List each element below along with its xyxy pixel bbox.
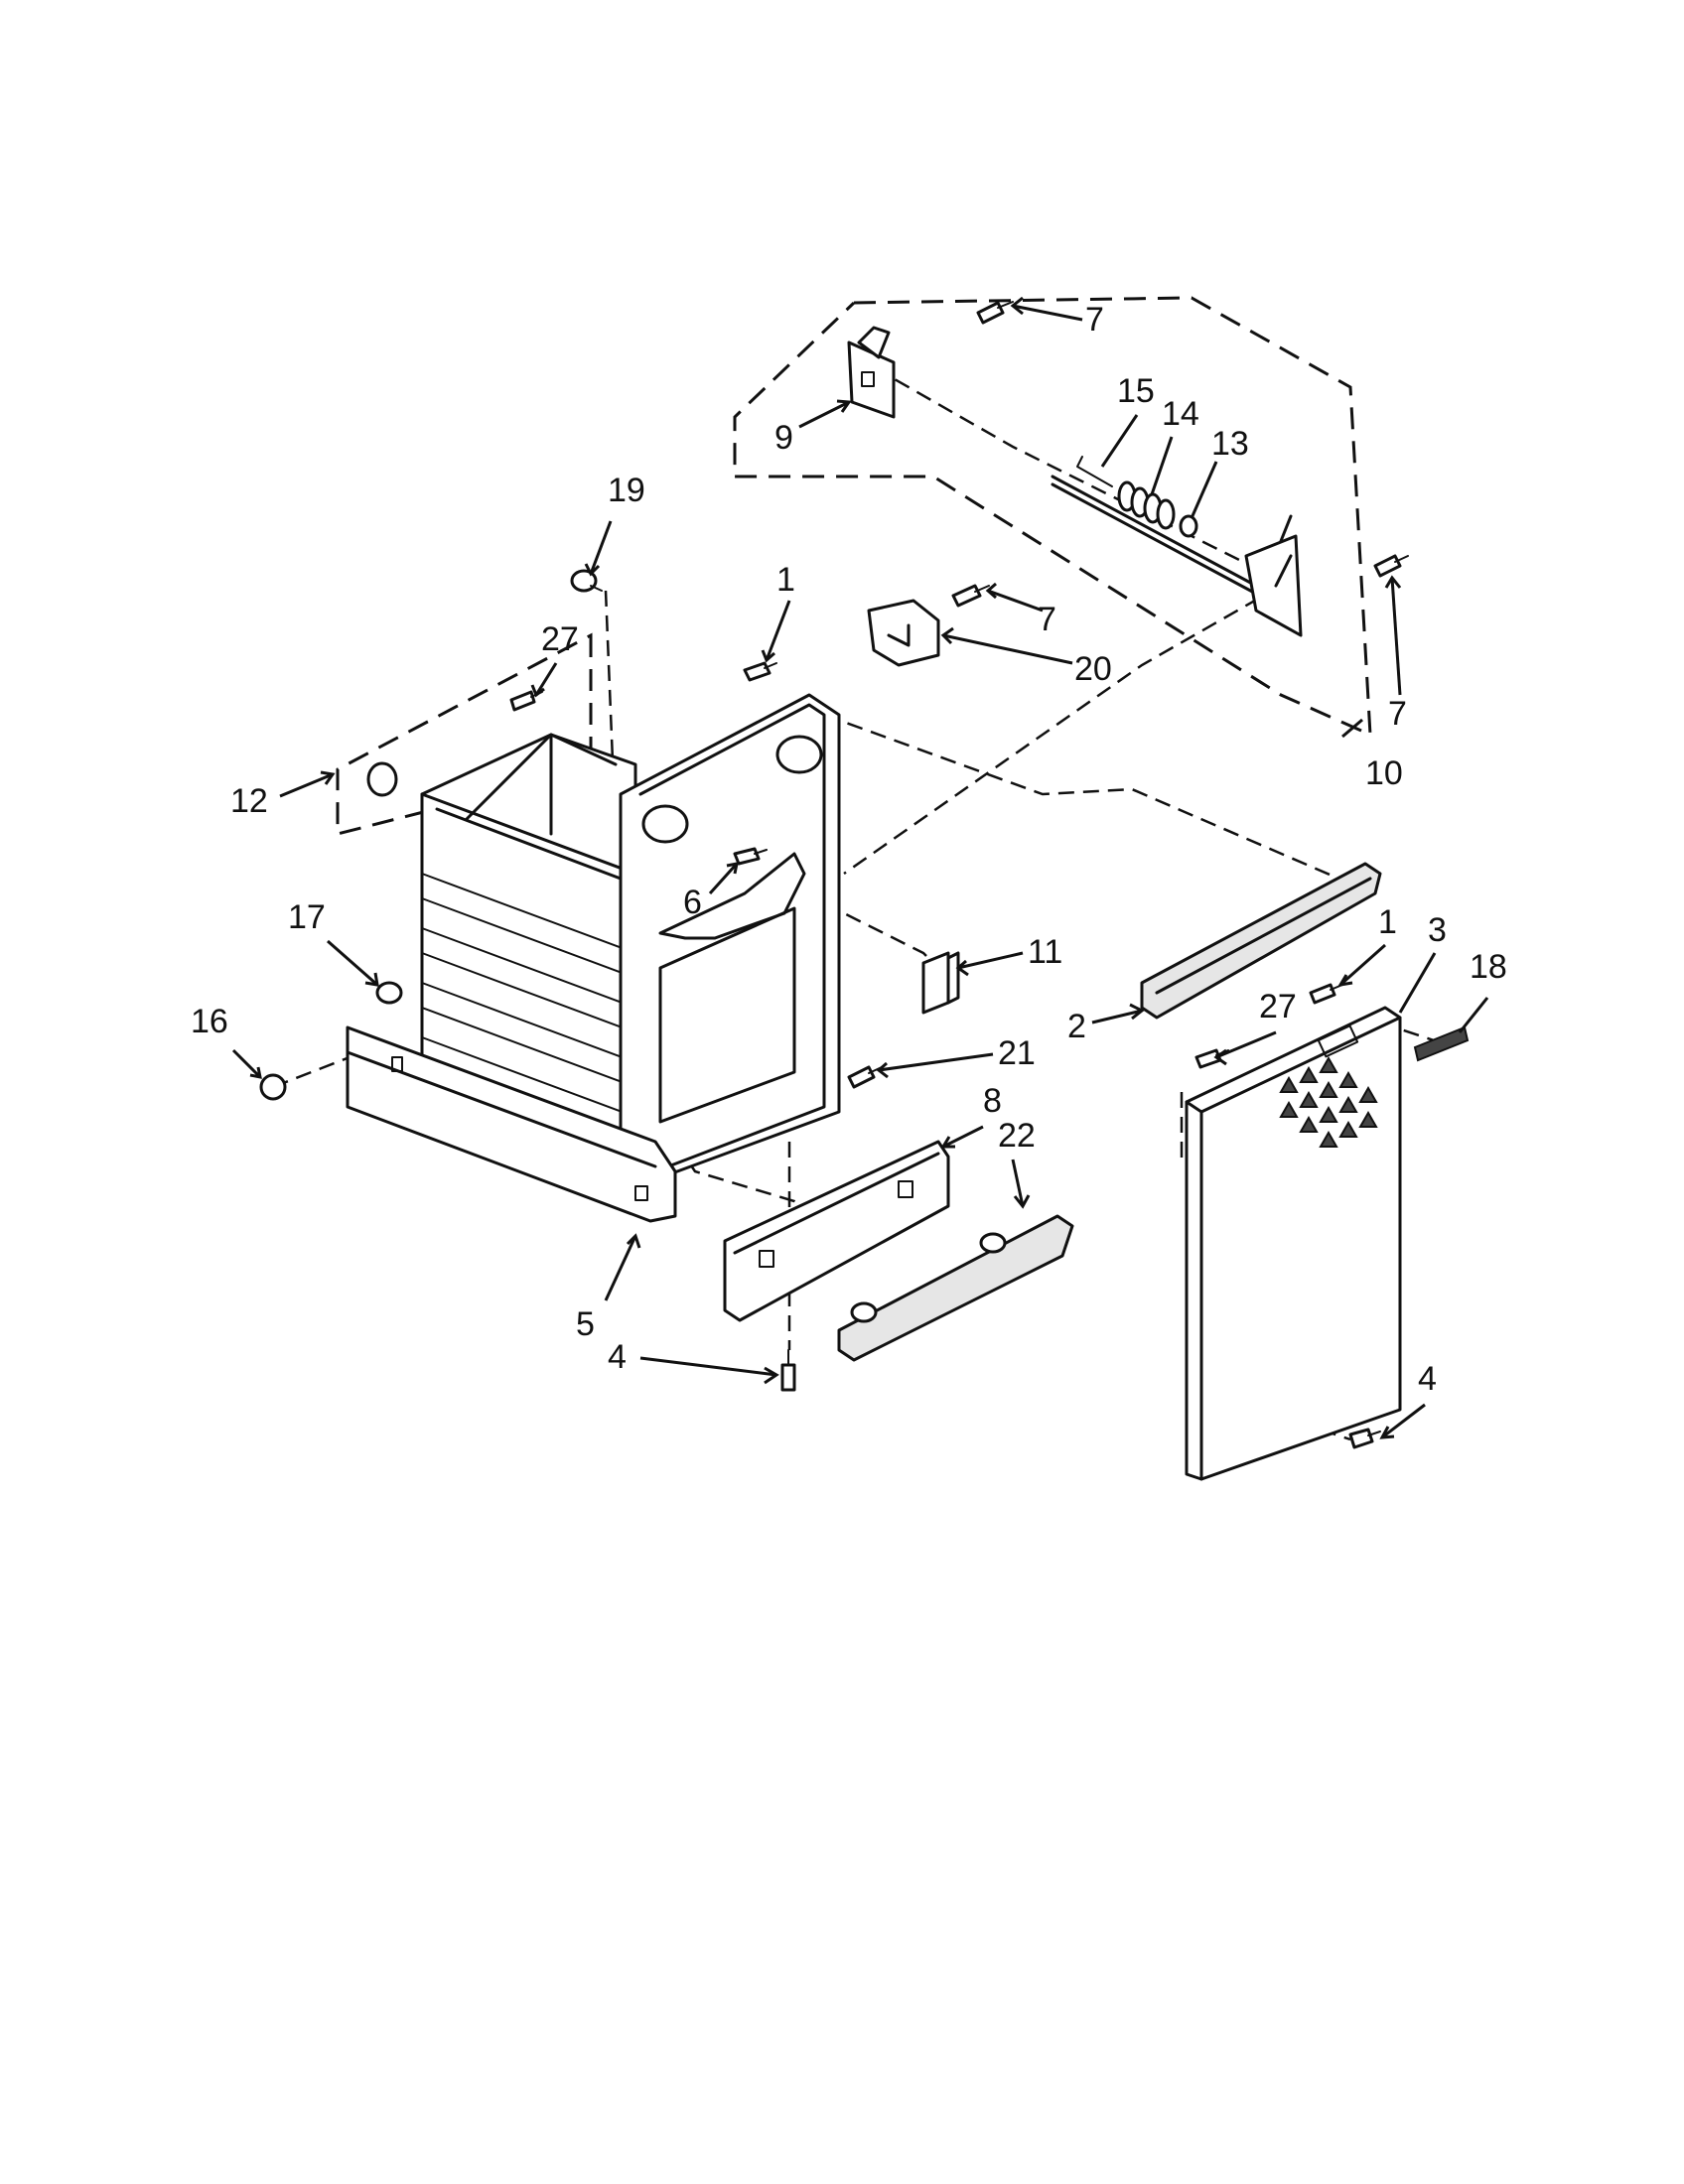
callout-2: 2: [1067, 1008, 1086, 1045]
callout-11: 11: [1028, 933, 1062, 971]
screw-4a: [780, 1349, 796, 1392]
shaft-spring-assembly: [1051, 456, 1303, 637]
screw-7c: [1373, 554, 1409, 578]
group-10-outline: [733, 296, 1372, 738]
side-panel-1: [619, 693, 841, 1183]
callout-9: 9: [774, 419, 793, 457]
callout-8: 8: [983, 1082, 1002, 1120]
screw-6: [733, 847, 768, 866]
callout-27: 27: [1259, 988, 1297, 1025]
base-rail-5: [346, 1025, 677, 1223]
callout-12: 12: [230, 782, 268, 820]
callout-17: 17: [288, 898, 326, 936]
vent-pattern: [1279, 1055, 1378, 1148]
callout-labels: 7 9 15 14 13 19 1 7 27 20 7 10 12 6 17 1…: [191, 301, 1507, 1398]
top-trim-2: [1140, 862, 1382, 1020]
screw-7a: [976, 301, 1014, 325]
washer-13: [1179, 514, 1198, 538]
front-panel-3: [1185, 1006, 1402, 1481]
screw-7b: [951, 584, 990, 608]
callout-18: 18: [1470, 948, 1507, 986]
label-plate-18: [1413, 1025, 1470, 1062]
callout-1: 1: [1378, 903, 1397, 941]
callout-22: 22: [998, 1117, 1036, 1155]
callout-14: 14: [1162, 395, 1199, 433]
callout-5: 5: [576, 1305, 595, 1343]
callout-4: 4: [1418, 1360, 1437, 1398]
callout-1: 1: [776, 561, 795, 599]
callout-19: 19: [608, 472, 645, 509]
screw-1a: [743, 661, 777, 682]
callout-10: 10: [1365, 754, 1403, 792]
callout-3: 3: [1428, 911, 1447, 949]
callout-7: 7: [1388, 695, 1407, 733]
hinge-bracket-9: [847, 326, 896, 419]
knob-12: [366, 761, 398, 797]
callout-20: 20: [1074, 650, 1112, 688]
bracket-20: [867, 599, 940, 667]
screw-4b: [1348, 1428, 1381, 1449]
screw-1b: [1309, 983, 1343, 1005]
callout-4: 4: [608, 1338, 627, 1376]
callout-7: 7: [1085, 301, 1104, 339]
screw-16: [259, 1073, 287, 1101]
callout-15: 15: [1117, 372, 1155, 410]
callout-7: 7: [1038, 601, 1056, 638]
toe-bracket-8: [723, 1140, 950, 1322]
callout-13: 13: [1211, 425, 1249, 463]
callout-6: 6: [683, 884, 702, 921]
callout-arrows: [231, 296, 1489, 1439]
callout-21: 21: [998, 1034, 1036, 1072]
group-12-outline: [336, 632, 593, 836]
screw-19: [570, 569, 603, 593]
bracket-11: [921, 951, 960, 1015]
callout-27: 27: [541, 620, 579, 658]
spring-14: [1117, 480, 1176, 530]
callout-16: 16: [191, 1003, 228, 1040]
nut-17: [375, 981, 403, 1005]
grille-22: [837, 1214, 1074, 1362]
